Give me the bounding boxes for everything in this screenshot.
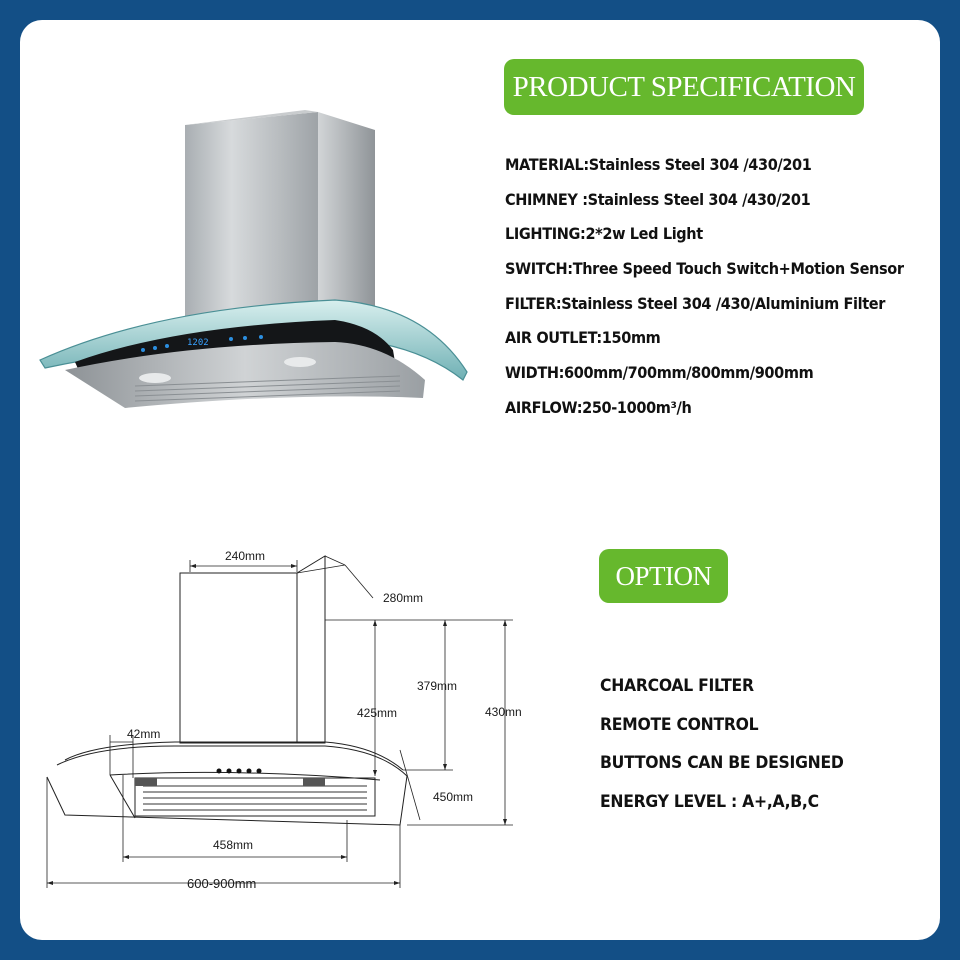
dim-458: 458mm: [213, 838, 253, 852]
spec-width: WIDTH:600mm/700mm/800mm/900mm: [505, 364, 814, 383]
product-card: 1202 PRODUCT SPECIFICATION MATERIAL:Stai…: [20, 20, 940, 940]
range-hood-photo: 1202: [39, 110, 468, 408]
dim-chimney-width: 240mm: [225, 549, 265, 563]
hood-display-readout: 1202: [187, 338, 209, 348]
spec-switch: SWITCH:Three Speed Touch Switch+Motion S…: [505, 260, 904, 279]
dim-430: 430mn: [485, 705, 522, 719]
option-energy-level: ENERGY LEVEL : A+,A,B,C: [600, 791, 819, 812]
option-remote-control: REMOTE CONTROL: [600, 714, 759, 735]
dim-total-width: 600-900mm: [187, 876, 256, 890]
dim-450: 450mm: [433, 790, 473, 804]
spec-air-outlet: AIR OUTLET:150mm: [505, 329, 661, 348]
dim-379: 379mm: [417, 679, 457, 693]
option-badge: OPTION: [599, 549, 728, 603]
dim-42: 42mm: [127, 727, 160, 741]
spec-filter: FILTER:Stainless Steel 304 /430/Aluminiu…: [505, 294, 886, 313]
option-charcoal-filter: CHARCOAL FILTER: [600, 676, 754, 696]
spec-airflow: AIRFLOW:250-1000m³/h: [505, 398, 692, 417]
option-list: CHARCOAL FILTER REMOTE CONTROL BUTTONS C…: [600, 667, 865, 821]
spec-lighting: LIGHTING:2*2w Led Light: [505, 225, 703, 244]
dim-chimney-depth: 280mm: [383, 591, 423, 605]
spec-material: MATERIAL:Stainless Steel 304 /430/201: [505, 156, 812, 174]
spec-list: MATERIAL:Stainless Steel 304 /430/201 CH…: [505, 148, 934, 426]
product-specification-badge: PRODUCT SPECIFICATION: [504, 59, 864, 115]
spec-chimney: CHIMNEY :Stainless Steel 304 /430/201: [505, 190, 811, 209]
dimension-drawing: 240mm 280mm 379mm 425mm 430mn 42mm 450mm…: [46, 549, 522, 890]
option-buttons-design: BUTTONS CAN BE DESIGNED: [600, 753, 844, 773]
dim-425: 425mm: [357, 706, 397, 720]
